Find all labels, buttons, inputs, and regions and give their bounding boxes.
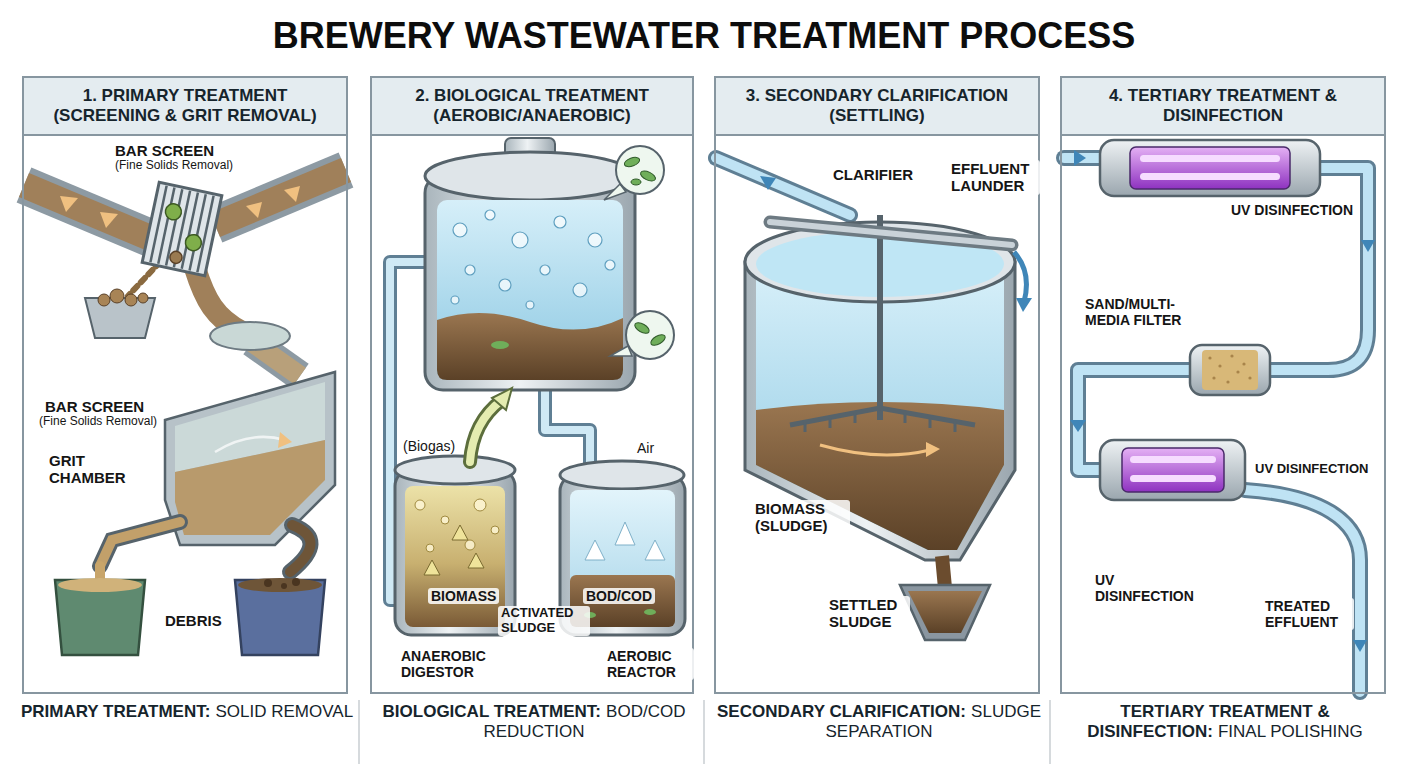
stage-heading: 2. BIOLOGICAL TREATMENT (AEROBIC/ANAEROB… bbox=[372, 78, 692, 136]
stage-caption: SECONDARY CLARIFICATION:SLUDGE SEPARATIO… bbox=[708, 702, 1050, 743]
stage-caption: BIOLOGICAL TREATMENT:BOD/COD REDUCTION bbox=[364, 702, 704, 743]
part-label: UV DISINFECTION bbox=[1092, 572, 1214, 604]
stage-heading: 1. PRIMARY TREATMENT (SCREENING & GRIT R… bbox=[24, 78, 346, 136]
part-label: GRIT CHAMBER bbox=[46, 452, 136, 487]
stage-heading: 4. TERTIARY TREATMENT & DISINFECTION bbox=[1062, 78, 1384, 136]
part-label: (Fine Solids Removal) bbox=[112, 159, 236, 173]
caption-text: FINAL POLISHING bbox=[1218, 722, 1363, 741]
part-label: TREATED EFFLUENT bbox=[1262, 598, 1354, 630]
caption-title: PRIMARY TREATMENT: bbox=[21, 702, 211, 721]
part-label: ANAEROBIC DIGESTOR bbox=[398, 648, 504, 680]
caption-title: SECONDARY CLARIFICATION: bbox=[717, 702, 966, 721]
diagram-title: BREWERY WASTEWATER TREATMENT PROCESS bbox=[0, 16, 1408, 56]
part-label: DEBRIS bbox=[162, 612, 225, 629]
stage-caption: TERTIARY TREATMENT & DISINFECTION:FINAL … bbox=[1054, 702, 1396, 743]
part-label: BAR SCREEN bbox=[42, 398, 147, 415]
part-label: BIOMASS (SLUDGE) bbox=[752, 500, 850, 535]
part-label: BAR SCREEN bbox=[112, 142, 217, 159]
part-label: EFFLUENT LAUNDER bbox=[948, 160, 1040, 195]
part-label: SETTLED SLUDGE bbox=[826, 596, 910, 631]
part-label: (Fine Solids Removal) bbox=[36, 415, 160, 429]
part-label: UV DISINFECTION bbox=[1228, 202, 1356, 218]
caption-title: BIOLOGICAL TREATMENT: bbox=[383, 702, 601, 721]
part-label: ACTIVATED SLUDGE bbox=[498, 606, 590, 636]
part-label: BOD/COD bbox=[583, 588, 655, 604]
part-label: AEROBIC REACTOR bbox=[604, 648, 694, 680]
stage-heading: 3. SECONDARY CLARIFICATION (SETTLING) bbox=[716, 78, 1038, 136]
part-label: UV DISINFECTION bbox=[1252, 462, 1371, 477]
part-label: CLARIFIER bbox=[830, 166, 916, 183]
part-label: SAND/MULTI-MEDIA FILTER bbox=[1082, 296, 1192, 328]
caption-text: SOLID REMOVAL bbox=[215, 702, 353, 721]
stage-caption: PRIMARY TREATMENT:SOLID REMOVAL bbox=[16, 702, 358, 722]
part-label: Air bbox=[634, 440, 657, 456]
part-label: (Biogas) bbox=[400, 438, 458, 454]
part-label: BIOMASS bbox=[428, 588, 499, 604]
